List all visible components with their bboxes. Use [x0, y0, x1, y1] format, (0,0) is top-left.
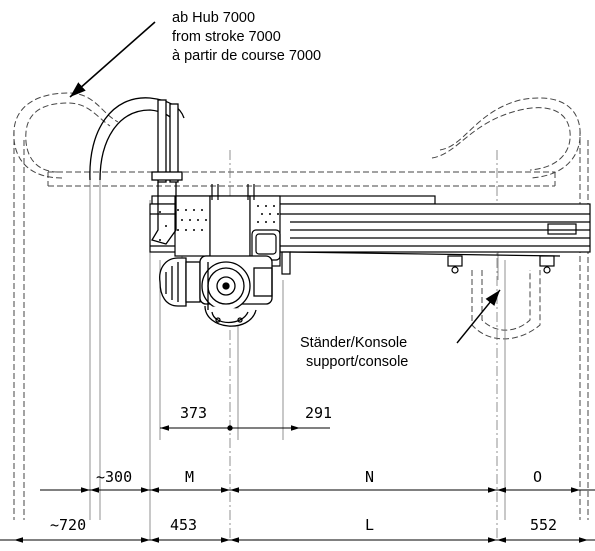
cable-chain	[89, 97, 185, 245]
dim-M: M	[185, 468, 194, 486]
dim-373: 373	[180, 404, 207, 422]
dim-720: ~720	[50, 516, 86, 534]
motor-gearbox	[159, 255, 273, 327]
dim-L: L	[365, 516, 374, 534]
stroke-note-de: ab Hub 7000	[172, 10, 255, 26]
carriage	[159, 184, 281, 267]
dim-N: N	[365, 468, 374, 486]
stroke-note: ab Hub 7000 from stroke 7000 à partir de…	[172, 10, 321, 64]
dim-300: ~300	[96, 468, 132, 486]
stroke-note-en: from stroke 7000	[172, 29, 281, 45]
support-note: Ständer/Konsole support/console	[300, 335, 408, 370]
dashed-outline	[13, 92, 589, 520]
stroke-note-leader	[69, 21, 156, 98]
support-note-de: Ständer/Konsole	[300, 335, 407, 351]
dim-291: 291	[305, 404, 332, 422]
support-note-en: support/console	[306, 354, 408, 370]
stroke-note-fr: à partir de course 7000	[172, 48, 321, 64]
frame-lines	[89, 150, 506, 540]
dim-O: O	[533, 468, 542, 486]
offset-dimension	[160, 425, 330, 431]
dim-453: 453	[170, 516, 197, 534]
support-note-leader	[456, 289, 501, 344]
dim-552: 552	[530, 516, 557, 534]
